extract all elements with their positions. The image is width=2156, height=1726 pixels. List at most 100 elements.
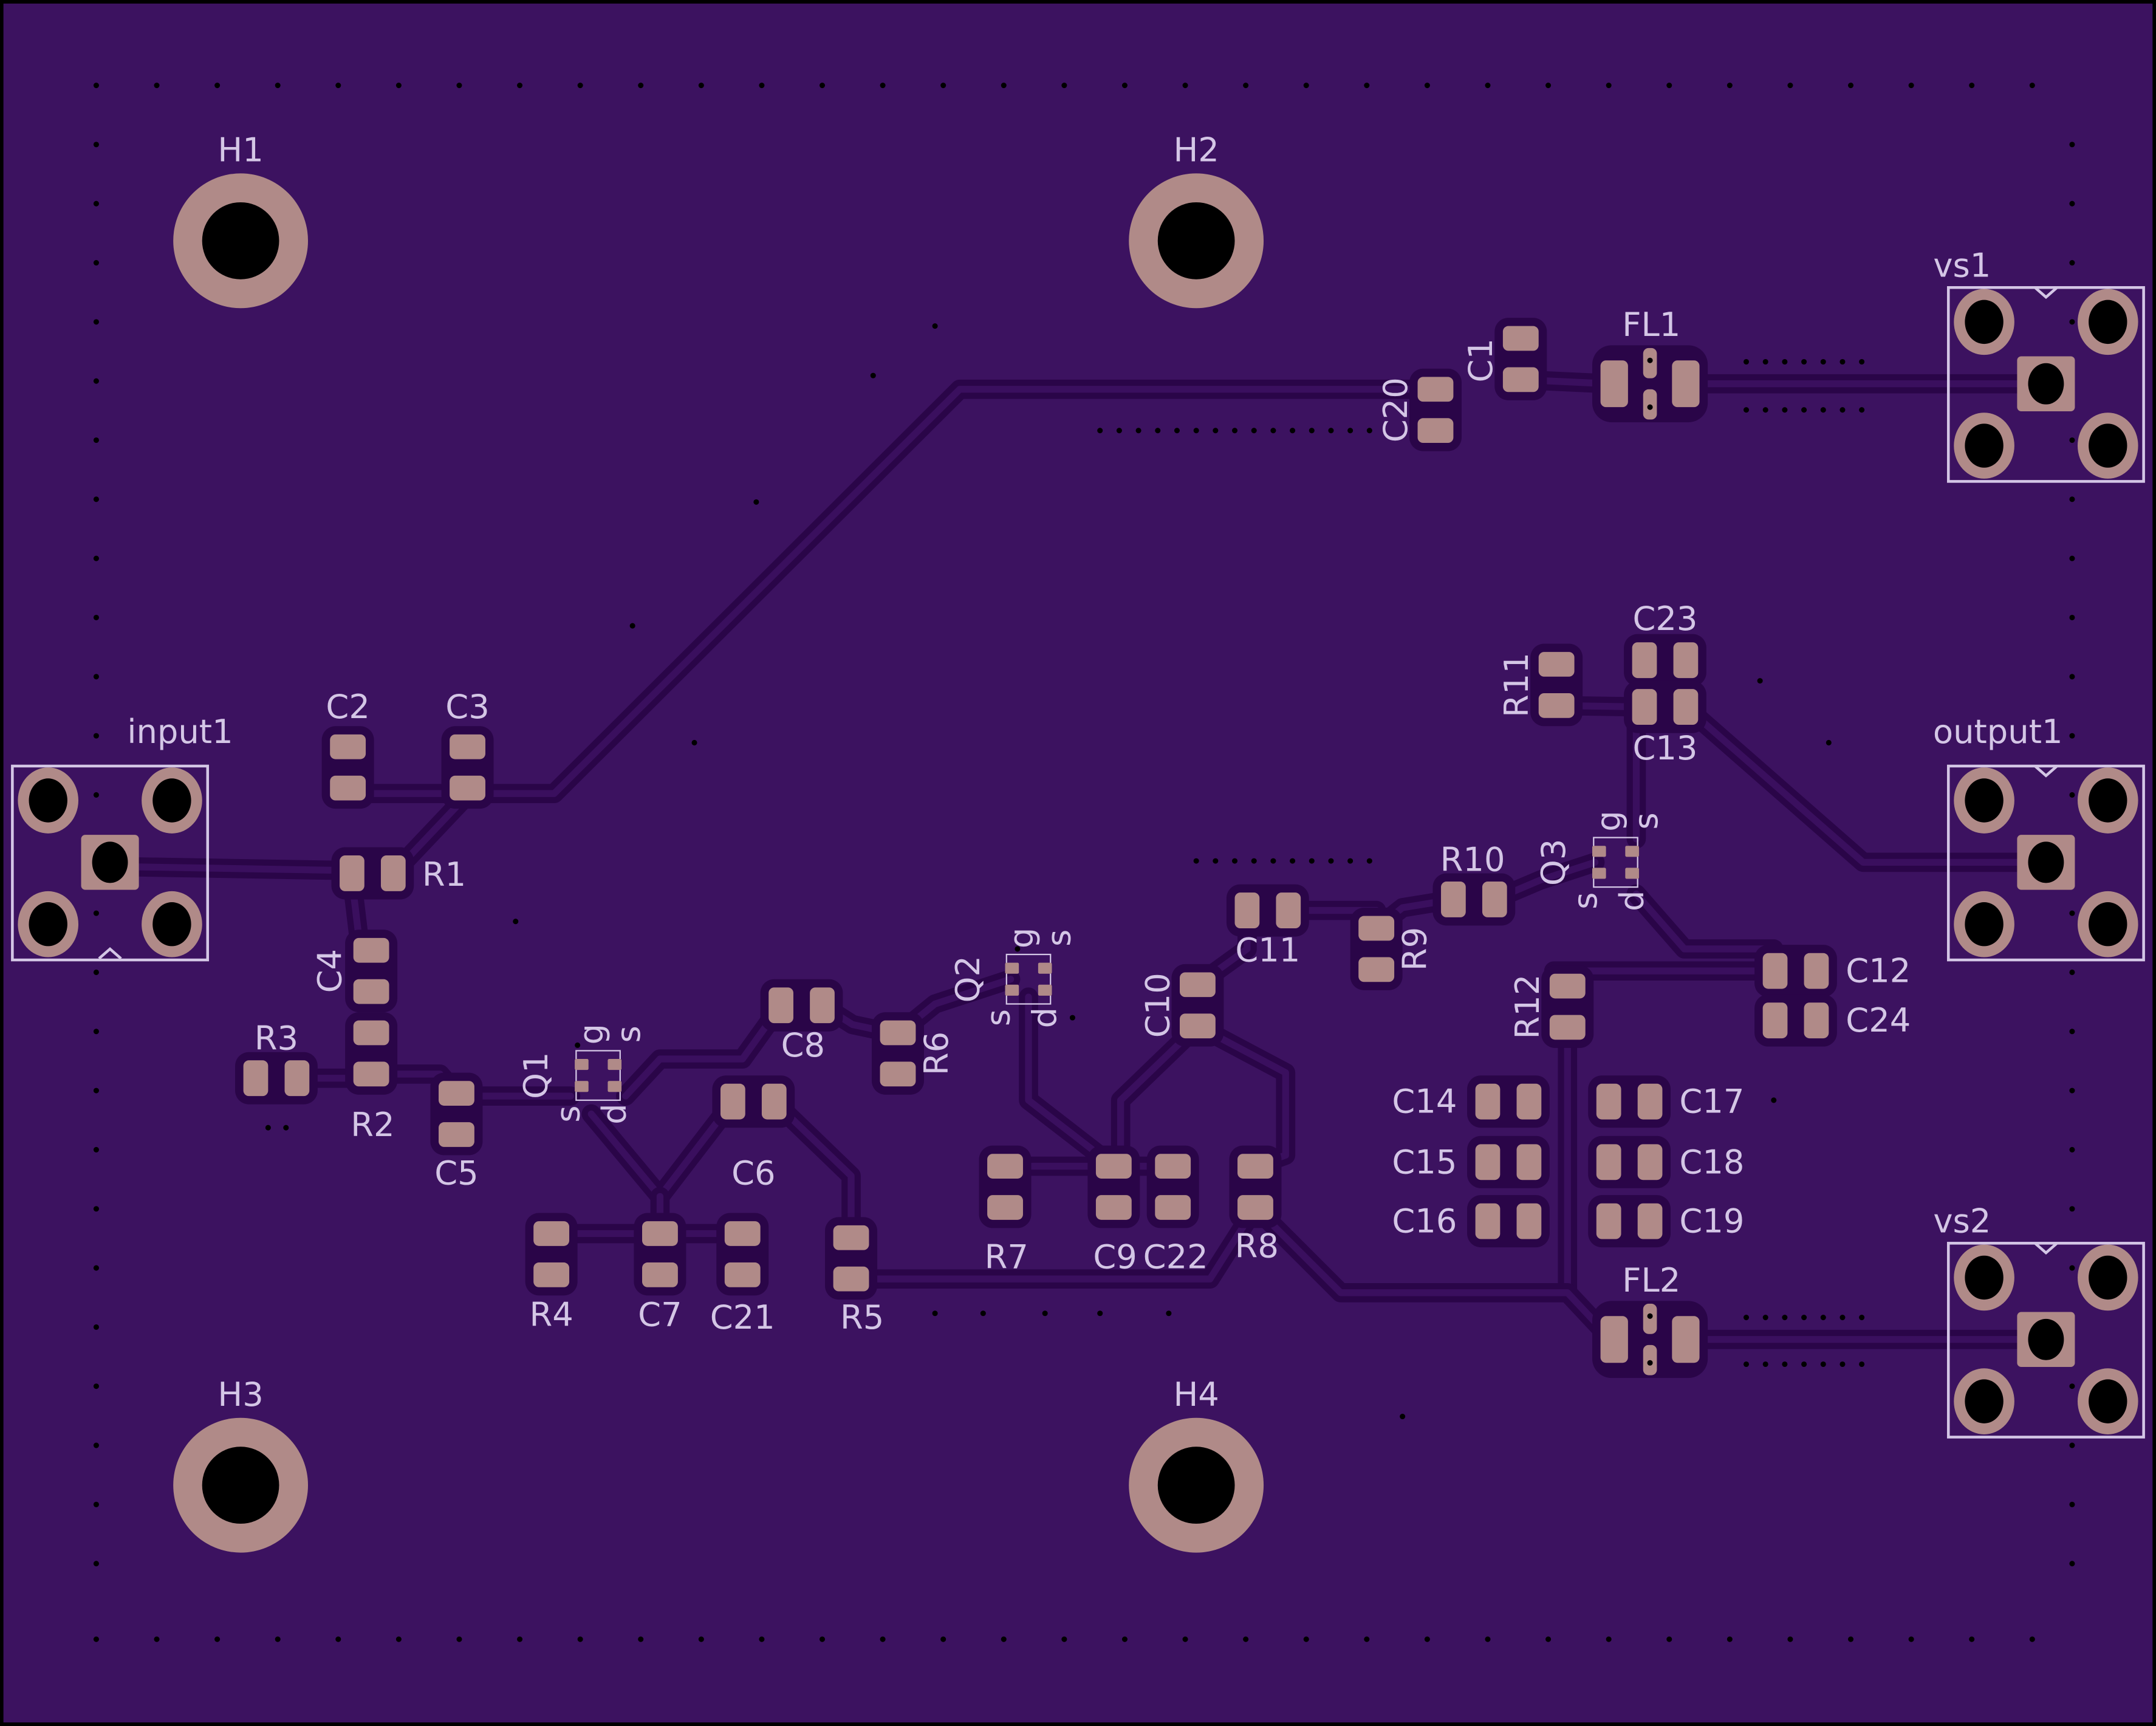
reference-label: C5	[434, 1154, 478, 1192]
reference-label: R5	[840, 1298, 884, 1337]
via	[1839, 1361, 1846, 1368]
reference-label: C20	[1377, 377, 1415, 442]
filter-fl2: FL2	[1592, 1261, 1708, 1378]
via	[1135, 428, 1141, 434]
via	[1666, 1636, 1672, 1642]
reference-label: C2	[326, 688, 369, 726]
via	[932, 1310, 938, 1317]
via	[1182, 83, 1188, 89]
reference-label: R11	[1497, 652, 1536, 717]
via	[1121, 83, 1128, 89]
reference-label: R9	[1396, 927, 1434, 971]
via	[1859, 1315, 1865, 1321]
drill-hole	[202, 1447, 279, 1524]
via	[2069, 1087, 2075, 1094]
resistor-r7: R7	[979, 1145, 1032, 1276]
via	[93, 1636, 99, 1642]
resistor-r10: R10	[1432, 840, 1516, 926]
via	[93, 733, 99, 739]
via	[1232, 428, 1238, 434]
via	[1826, 739, 1832, 745]
via	[2069, 1383, 2075, 1389]
pin-label: s	[1566, 892, 1604, 909]
pin-label: d	[1026, 1007, 1064, 1028]
reference-label: C13	[1632, 729, 1697, 767]
reference-label: C18	[1679, 1143, 1744, 1181]
via	[575, 1042, 581, 1048]
via	[759, 83, 765, 89]
resistor-r5: R5	[825, 1217, 884, 1337]
via	[1545, 1636, 1552, 1642]
via	[1347, 428, 1353, 434]
via	[513, 919, 519, 925]
via	[2069, 1501, 2075, 1507]
via	[1782, 1361, 1788, 1368]
resistor-r1: R1	[331, 847, 466, 900]
via	[638, 83, 644, 89]
reference-label: C23	[1632, 600, 1697, 638]
via	[517, 83, 523, 89]
via	[1097, 1310, 1103, 1317]
resistor-r12: R12	[1508, 965, 1594, 1048]
via	[819, 1636, 826, 1642]
via	[940, 1636, 946, 1642]
reference-label: C24	[1846, 1001, 1911, 1039]
capacitor-c24: C24	[1754, 994, 1911, 1047]
via	[2069, 1029, 2075, 1035]
reference-label: Q1	[517, 1052, 555, 1099]
capacitor-c23: C23	[1624, 600, 1706, 687]
via	[1606, 83, 1612, 89]
via	[1328, 428, 1334, 434]
via	[2069, 733, 2075, 739]
reference-label: H1	[217, 131, 263, 169]
via	[1782, 407, 1788, 413]
via	[1801, 1315, 1807, 1321]
via	[1839, 407, 1846, 413]
via	[2069, 555, 2075, 561]
reference-label: R10	[1440, 840, 1505, 878]
via	[93, 1029, 99, 1035]
via	[940, 83, 946, 89]
resistor-r11: R11	[1497, 643, 1583, 727]
via	[1969, 1636, 1975, 1642]
capacitor-c9: C9	[1087, 1145, 1140, 1276]
via	[1232, 858, 1238, 864]
capacitor-c21: C21	[710, 1213, 775, 1337]
via	[93, 1501, 99, 1507]
reference-label: C16	[1392, 1202, 1457, 1241]
via	[880, 1636, 886, 1642]
via	[1001, 1636, 1007, 1642]
via	[1001, 83, 1007, 89]
via	[2069, 1442, 2075, 1448]
pin-label: g	[572, 1024, 611, 1044]
via	[1193, 428, 1199, 434]
resistor-r9: R9	[1350, 908, 1434, 990]
resistor-r4: R4	[525, 1213, 578, 1334]
capacitor-c2: C2	[321, 688, 374, 809]
resistor-r2: R2	[345, 1012, 398, 1144]
mounting-hole-h3: H3	[173, 1375, 308, 1553]
reference-label: C3	[445, 688, 489, 726]
via	[1801, 358, 1807, 365]
pin-label: s	[1039, 930, 1078, 947]
via	[517, 1636, 523, 1642]
trace	[1251, 1204, 1612, 1340]
via	[2069, 910, 2075, 916]
reference-label: R1	[422, 855, 466, 894]
via	[2069, 1206, 2075, 1212]
via	[577, 83, 583, 89]
reference-label: C14	[1392, 1083, 1457, 1121]
via	[2069, 1265, 2075, 1271]
via	[1743, 358, 1750, 365]
via	[1743, 407, 1750, 413]
via	[1485, 83, 1491, 89]
via	[1042, 1310, 1048, 1317]
via	[1859, 358, 1865, 365]
trace	[847, 1204, 1259, 1283]
via	[335, 1636, 341, 1642]
pin-label: s	[549, 1105, 587, 1122]
via	[932, 323, 938, 329]
reference-label: C17	[1679, 1083, 1744, 1121]
